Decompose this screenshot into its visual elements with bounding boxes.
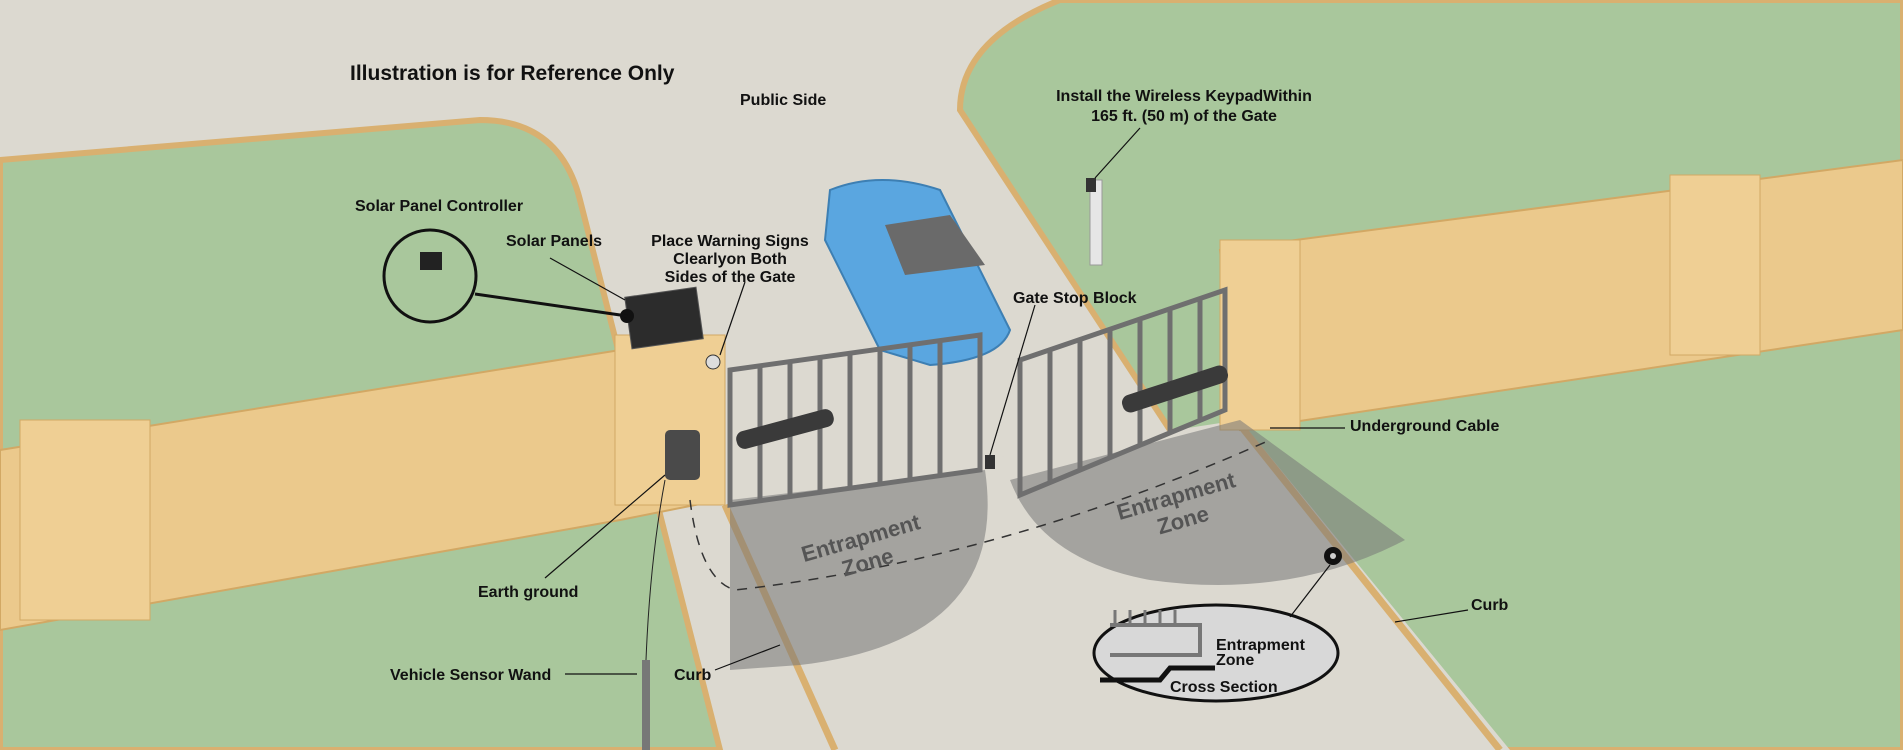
warning-label-line1: Place Warning Signs	[651, 233, 809, 250]
curb-right-leader	[1394, 609, 1469, 623]
right-gate-opener-arm	[1121, 365, 1229, 413]
earth-ground-leader	[544, 474, 666, 579]
entrapment-zone-left	[730, 470, 988, 670]
gate-stop-label: Gate Stop Block	[1013, 290, 1137, 307]
solar-controller-icon	[420, 252, 442, 270]
keypad-post	[1089, 179, 1103, 266]
curb-left-label: Curb	[674, 667, 712, 684]
solar-callout-line	[474, 292, 628, 318]
entrapment-zone-right	[1010, 420, 1405, 585]
warning-label-line3: Sides of the Gate	[665, 269, 796, 286]
vehicle-sensor-wand	[642, 660, 650, 750]
right-wall-pillar	[1669, 174, 1761, 356]
cross-section-label: Cross Section	[1170, 679, 1278, 696]
solar-panel	[624, 286, 704, 350]
left-wall-pillar	[19, 419, 151, 621]
wireless-keypad	[1086, 178, 1096, 192]
car	[823, 179, 1012, 367]
warning-label-line2: Clearlyon Both	[673, 251, 787, 268]
sensor-wire	[645, 479, 666, 661]
underground-cable-label: Underground Cable	[1350, 418, 1499, 435]
sensor-wand-label: Vehicle Sensor Wand	[390, 667, 551, 684]
gate-stop-leader	[989, 304, 1036, 456]
gate-stop-block	[985, 455, 995, 469]
left-gate-opener-arm	[736, 409, 834, 449]
warning-leader	[719, 281, 746, 356]
cross-zone-line2: Zone	[1216, 652, 1254, 669]
right-gate	[1017, 286, 1228, 499]
underground-cable-path	[689, 439, 1271, 591]
cross-section-inset	[1092, 603, 1340, 703]
keypad-label-line1: Install the Wireless KeypadWithin	[1056, 88, 1312, 105]
cross-section-leader	[1289, 564, 1331, 618]
earth-ground-label: Earth ground	[478, 584, 578, 601]
curb-right-label: Curb	[1471, 597, 1509, 614]
cross-zone-line1: Entrapment	[1216, 637, 1306, 654]
solar-controller-label: Solar Panel Controller	[355, 198, 523, 215]
right-gate-pillar	[1219, 239, 1301, 431]
keypad-leader	[1094, 127, 1141, 179]
curb-left-leader	[714, 644, 781, 671]
public-side-label: Public Side	[740, 92, 826, 109]
solar-panels-label: Solar Panels	[506, 233, 602, 250]
solar-panels-leader	[549, 257, 626, 301]
warning-sign-icon	[705, 354, 721, 370]
cross-section-callout-center	[1330, 553, 1336, 559]
control-box	[665, 430, 700, 480]
solar-controller-inset	[382, 228, 478, 324]
keypad-label-line2: 165 ft. (50 m) of the Gate	[1091, 108, 1277, 125]
page-title: Illustration is for Reference Only	[350, 62, 675, 85]
